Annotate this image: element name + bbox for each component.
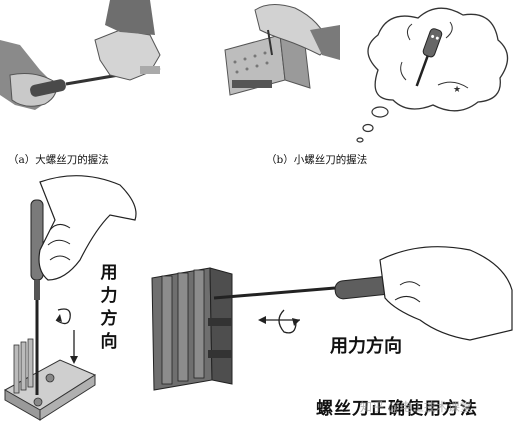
force-char: 用 [100,263,118,283]
force-direction-label-horizontal: 用力方向 [330,336,402,357]
force-direction-label-vertical: 用 力 方 向 [98,262,120,354]
svg-text:★: ★ [453,85,461,95]
force-char: 力 [100,286,118,306]
thought-cloud-cartoon: ★ [338,0,518,150]
main-title: 螺丝刀正确使用方法 [316,399,478,419]
force-char: 方 [100,309,118,329]
watermark: 知乎 @电工技术课堂 [360,400,472,414]
caption-small-screwdriver: （b）小螺丝刀的握法 [266,154,368,166]
caption-large-screwdriver: （a）大螺丝刀的握法 [8,154,109,166]
photo-large-screwdriver-grip [0,0,190,150]
force-char: 向 [100,332,118,352]
photo-small-screwdriver-grip [210,0,340,110]
main-usage-illustration [0,170,518,428]
small-screwdriver-grip-illustration [210,0,340,110]
large-screwdriver-grip-illustration [0,0,190,150]
screwdriver-usage-drawing [3,175,513,421]
cartoon-screwdriver-cloud: ★ [356,7,509,143]
